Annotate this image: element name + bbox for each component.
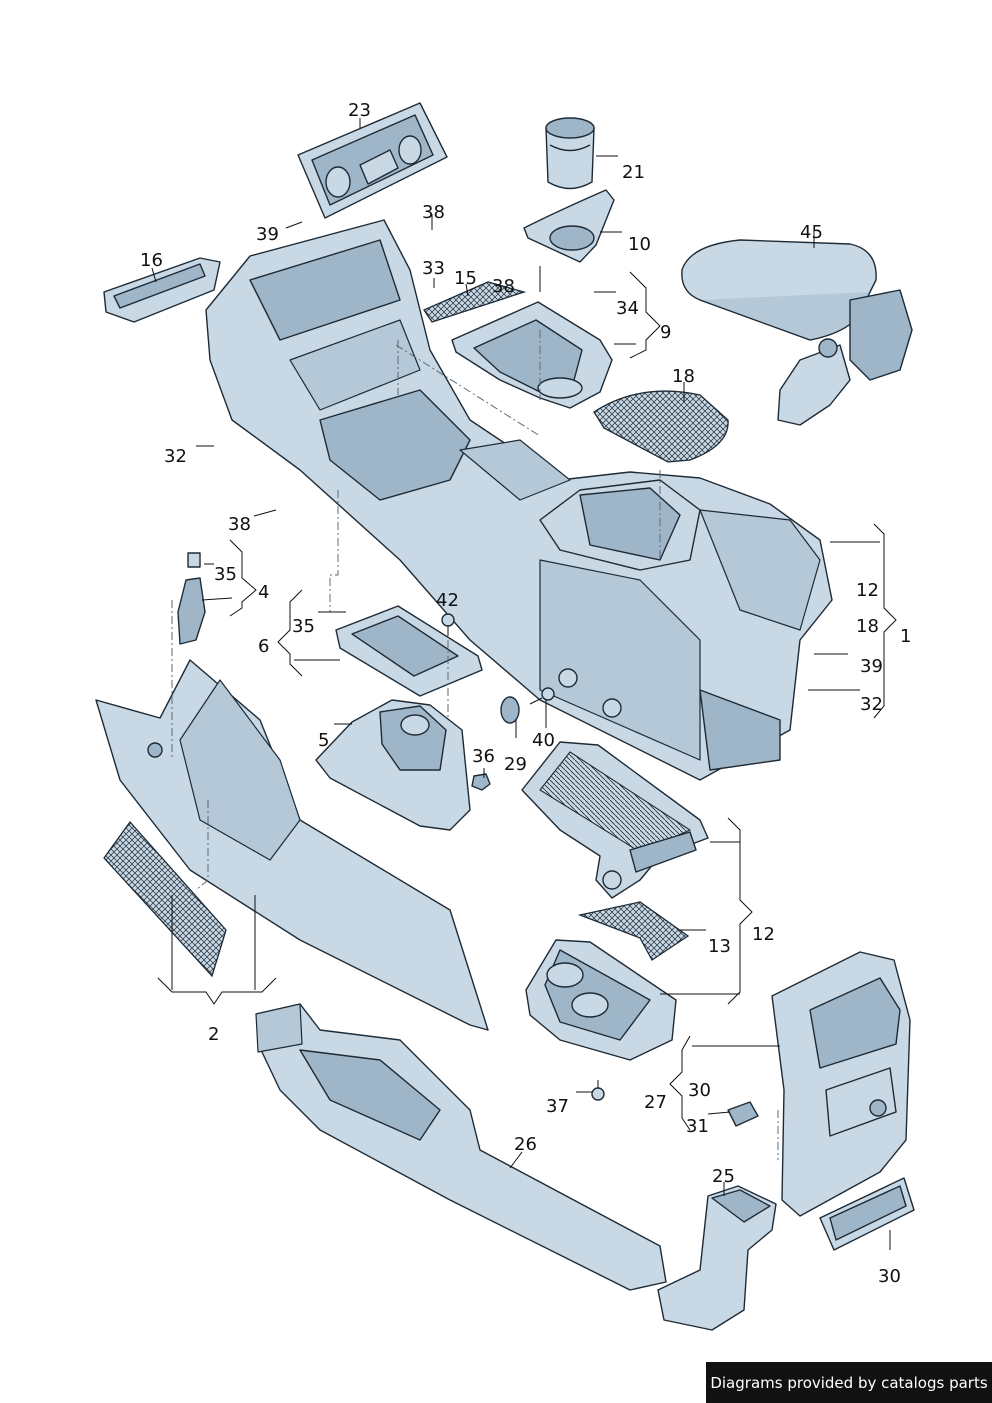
callout-38: 38 xyxy=(492,276,515,297)
callout-27: 27 xyxy=(644,1092,667,1113)
callout-21: 21 xyxy=(622,162,645,183)
part-12-storage-tray xyxy=(521,741,709,899)
callout-39: 39 xyxy=(860,656,883,677)
leader-lines xyxy=(151,118,891,1250)
callout-32: 32 xyxy=(860,694,883,715)
callout-35: 35 xyxy=(214,564,237,585)
part-6-frame xyxy=(335,605,483,697)
part-27-rear-vent-panel xyxy=(771,951,911,1217)
part-31-clip xyxy=(727,1101,759,1127)
callout-38: 38 xyxy=(422,202,445,223)
callout-35: 35 xyxy=(292,616,315,637)
callout-4: 4 xyxy=(258,582,269,603)
callout-5: 5 xyxy=(318,730,329,751)
part-23-trim-panel xyxy=(297,102,448,219)
part-26-air-duct xyxy=(255,1003,667,1291)
part-37-screw xyxy=(591,1080,605,1101)
callout-38: 38 xyxy=(228,514,251,535)
callout-9: 9 xyxy=(660,322,671,343)
callout-37: 37 xyxy=(546,1096,569,1117)
credit-banner: Diagrams provided by catalogs parts xyxy=(706,1362,992,1403)
part-42-screw xyxy=(441,613,455,636)
callout-26: 26 xyxy=(514,1134,537,1155)
callout-45: 45 xyxy=(800,222,823,243)
callout-12: 12 xyxy=(856,580,879,601)
callout-42: 42 xyxy=(436,590,459,611)
callout-labels: 23 21 38 39 10 45 16 33 15 38 34 9 18 32… xyxy=(140,100,911,1287)
callout-29: 29 xyxy=(504,754,527,775)
part-15-mesh-strip xyxy=(423,281,527,323)
braces xyxy=(157,271,897,1131)
part-2-side-trim xyxy=(95,659,489,1031)
part-12-cupholder-box xyxy=(525,939,677,1061)
callout-40: 40 xyxy=(532,730,555,751)
part-16-switch-module xyxy=(103,257,221,323)
callout-34: 34 xyxy=(616,298,639,319)
callout-18: 18 xyxy=(672,366,695,387)
callout-16: 16 xyxy=(140,250,163,271)
part-45-armrest xyxy=(681,239,913,426)
part-9-tray-insert xyxy=(451,301,613,409)
callout-31: 31 xyxy=(686,1116,709,1137)
assembly-lines xyxy=(171,330,779,1160)
part-30-switch xyxy=(819,1177,915,1251)
callout-18: 18 xyxy=(856,616,879,637)
part-5-shifter-housing xyxy=(315,699,471,831)
part-18-mesh-mat xyxy=(593,390,729,463)
part-40-screw xyxy=(529,687,555,705)
part-mesh-panel xyxy=(103,820,227,978)
part-25-duct-elbow xyxy=(657,1185,777,1331)
callout-36: 36 xyxy=(472,746,495,767)
callout-30: 30 xyxy=(878,1266,901,1287)
part-36-nut xyxy=(471,773,491,791)
callout-13: 13 xyxy=(708,936,731,957)
part-13-mesh-mat xyxy=(577,901,690,961)
callout-1: 1 xyxy=(900,626,911,647)
callout-6: 6 xyxy=(258,636,269,657)
callout-25: 25 xyxy=(712,1166,735,1187)
callout-10: 10 xyxy=(628,234,651,255)
callout-2: 2 xyxy=(208,1024,219,1045)
part-10-trim-cover xyxy=(523,189,615,263)
callout-23: 23 xyxy=(348,100,371,121)
callout-15: 15 xyxy=(454,268,477,289)
callout-12: 12 xyxy=(752,924,775,945)
callout-32: 32 xyxy=(164,446,187,467)
callout-39: 39 xyxy=(256,224,279,245)
part-4-bracket xyxy=(177,552,206,645)
callout-33: 33 xyxy=(422,258,445,279)
part-29-plug xyxy=(500,696,520,724)
callout-30: 30 xyxy=(688,1080,711,1101)
part-21-cup-insert xyxy=(545,117,595,190)
